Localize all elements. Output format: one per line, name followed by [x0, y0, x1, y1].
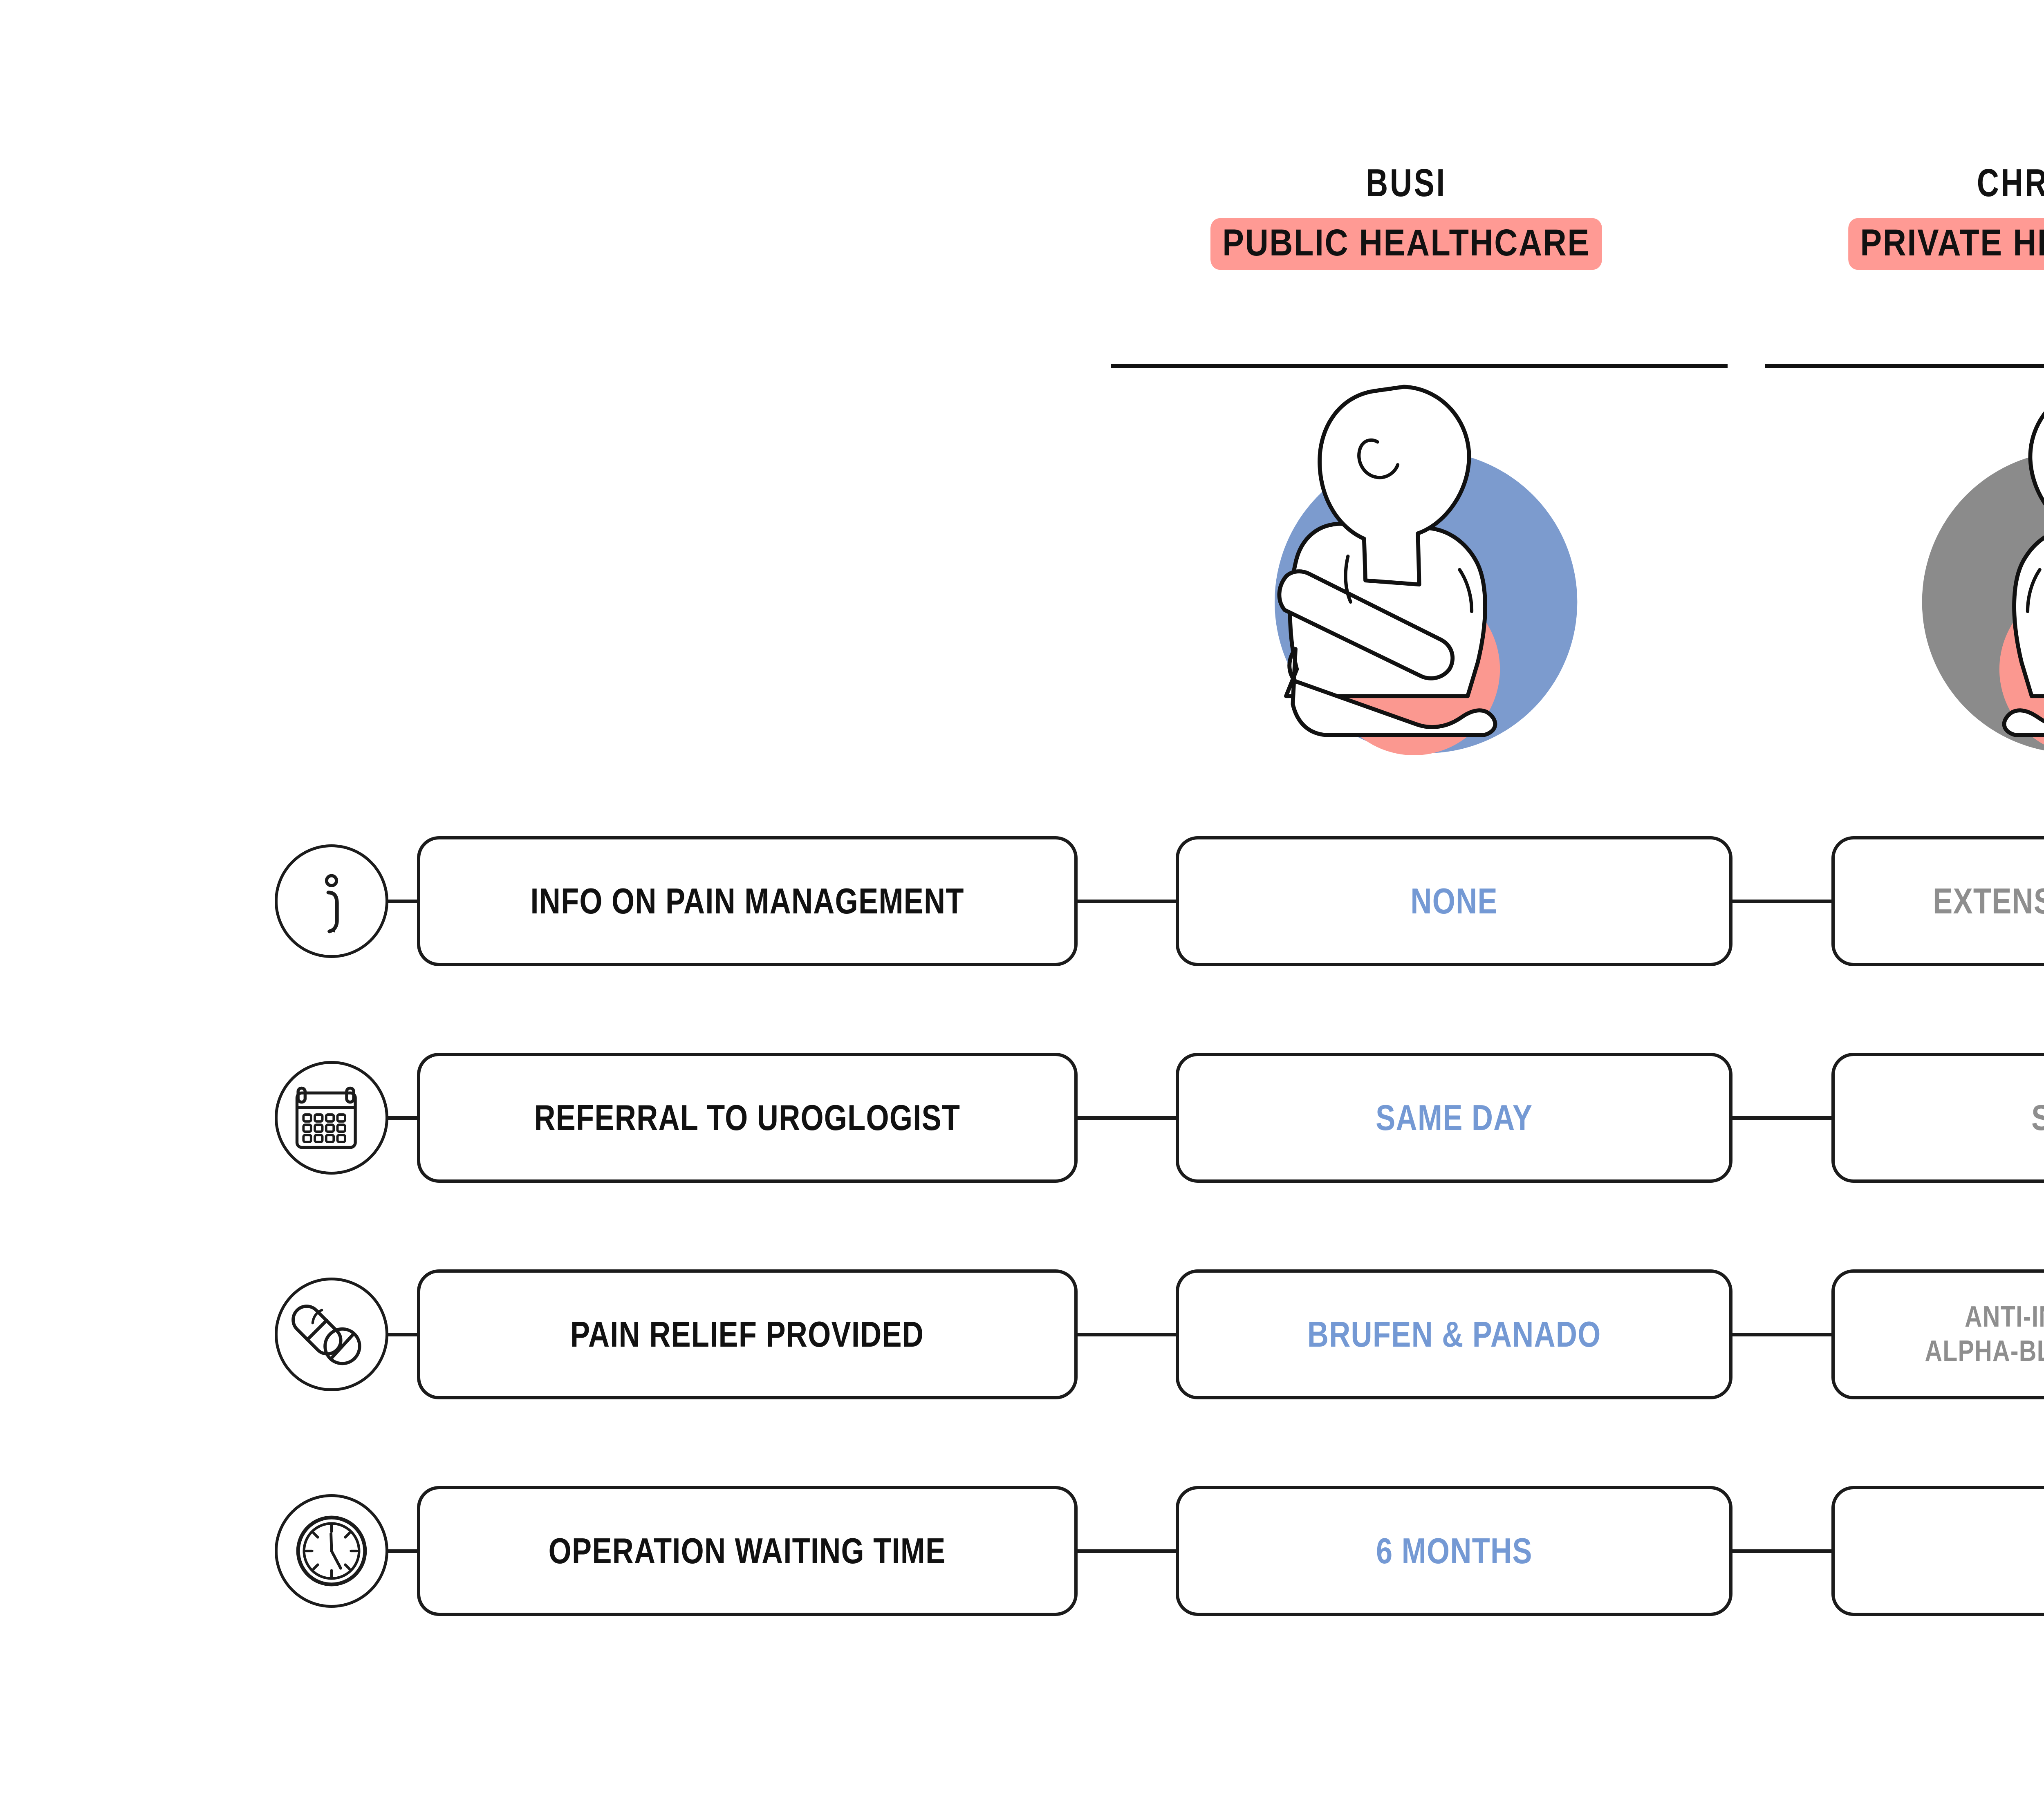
private-value-cell[interactable]: SAME DAY: [1831, 1053, 2044, 1183]
comparison-row: INFO ON PAIN MANAGEMENT NONE EXTENSIVE I…: [0, 836, 2044, 966]
public-value-cell[interactable]: 6 MONTHS: [1176, 1486, 1732, 1616]
header-divider-busi: [1111, 364, 1728, 368]
figure-illustration-busi: [1245, 380, 1596, 797]
person-name-christo: CHRISTO: [1977, 161, 2044, 205]
comparison-row: OPERATION WAITING TIME 6 MONTHS 1 WEEK: [0, 1486, 2044, 1616]
calendar-icon: [275, 1061, 388, 1175]
pills-icon: [275, 1278, 388, 1391]
connector-line: [1074, 1333, 1177, 1336]
sector-badge-wrap-christo: PRIVATE HEALTHCARE: [1737, 218, 2044, 270]
info-icon: [275, 844, 388, 958]
private-value-text: ANTI-INFLAMMATORIES ALPHA-BLOCKERS & OPI…: [1925, 1300, 2044, 1367]
column-header-busi: BUSI PUBLIC HEALTHCARE: [1091, 163, 1721, 270]
connector-line: [386, 1116, 419, 1120]
public-value-text: 6 MONTHS: [1376, 1531, 1533, 1571]
figure-illustration-christo: [1903, 380, 2044, 797]
sector-badge-wrap-busi: PUBLIC HEALTHCARE: [1091, 218, 1721, 270]
public-value-text: BRUFEN & PANADO: [1307, 1314, 1601, 1355]
private-value-cell[interactable]: ANTI-INFLAMMATORIES ALPHA-BLOCKERS & OPI…: [1831, 1269, 2044, 1399]
clock-icon: [275, 1494, 388, 1608]
public-value-cell[interactable]: BRUFEN & PANADO: [1176, 1269, 1732, 1399]
public-value-text: NONE: [1410, 881, 1498, 922]
row-label-cell[interactable]: OPERATION WAITING TIME: [417, 1486, 1078, 1616]
row-label-text: INFO ON PAIN MANAGEMENT: [530, 881, 964, 922]
private-value-text: SAME DAY: [2031, 1099, 2044, 1137]
private-value-cell[interactable]: 1 WEEK: [1831, 1486, 2044, 1616]
connector-line: [1730, 900, 1833, 903]
connector-line: [386, 900, 419, 903]
comparison-row: PAIN RELIEF PROVIDED BRUFEN & PANADO ANT…: [0, 1269, 2044, 1399]
public-value-cell[interactable]: NONE: [1176, 836, 1732, 966]
header-divider-christo: [1765, 364, 2044, 368]
connector-line: [1074, 1116, 1177, 1120]
person-name-busi: BUSI: [1366, 161, 1447, 205]
connector-line: [386, 1549, 419, 1553]
row-label-cell[interactable]: PAIN RELIEF PROVIDED: [417, 1269, 1078, 1399]
private-value-cell[interactable]: EXTENSIVE INFO GIVEN: [1831, 836, 2044, 966]
row-label-cell[interactable]: INFO ON PAIN MANAGEMENT: [417, 836, 1078, 966]
private-value-text: EXTENSIVE INFO GIVEN: [1932, 881, 2044, 922]
connector-line: [1730, 1333, 1833, 1336]
sector-badge-private: PRIVATE HEALTHCARE: [1848, 218, 2044, 270]
row-label-text: OPERATION WAITING TIME: [549, 1531, 946, 1571]
comparison-row: REFERRAL TO UROGLOGIST SAME DAY SAME DAY: [0, 1053, 2044, 1183]
connector-line: [386, 1333, 419, 1336]
sector-badge-public: PUBLIC HEALTHCARE: [1210, 218, 1602, 270]
connector-line: [1730, 1549, 1833, 1553]
connector-line: [1074, 1549, 1177, 1553]
public-value-text: SAME DAY: [1375, 1097, 1533, 1138]
row-label-cell[interactable]: REFERRAL TO UROGLOGIST: [417, 1053, 1078, 1183]
row-label-text: PAIN RELIEF PROVIDED: [570, 1314, 924, 1355]
public-value-cell[interactable]: SAME DAY: [1176, 1053, 1732, 1183]
connector-line: [1074, 900, 1177, 903]
row-label-text: REFERRAL TO UROGLOGIST: [534, 1097, 961, 1138]
connector-line: [1730, 1116, 1833, 1120]
column-header-christo: CHRISTO PRIVATE HEALTHCARE: [1737, 163, 2044, 270]
